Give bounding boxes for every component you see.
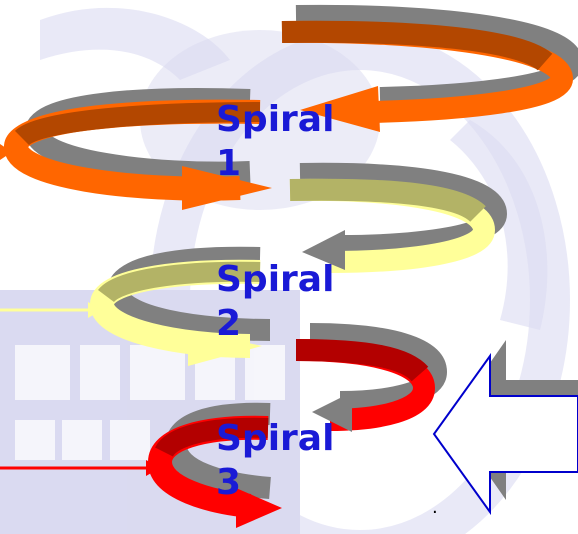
spiral-2-label-word: Spiral xyxy=(216,259,335,300)
spiral-3-entry-arrow xyxy=(146,460,160,476)
spiral-3-shadow-top xyxy=(309,323,448,413)
spiral-1-arrow-top xyxy=(300,86,380,132)
left-arrow-icon xyxy=(432,340,578,516)
spiral-2-label-number: 2 xyxy=(216,303,242,344)
spiral-3-label-word: Spiral xyxy=(216,418,335,459)
spiral-1-arrow-tip xyxy=(182,166,272,210)
spiral-1-label-number: 1 xyxy=(216,143,242,184)
spiral-3-arrow-top xyxy=(312,392,352,432)
spiral-2-label: Spiral 2 xyxy=(216,258,356,346)
spiral-2-arrow-tip xyxy=(188,330,262,366)
spiral-3-band-top-dark xyxy=(295,339,429,382)
spiral-3-band-loop-dark xyxy=(155,417,269,458)
spiral-2-band-top-dark xyxy=(289,178,486,223)
spiral-1 xyxy=(0,4,578,210)
spiral-3 xyxy=(0,323,448,528)
spiral-3-label: Spiral 3 xyxy=(216,417,356,505)
spiral-2-arrow-top xyxy=(302,230,345,270)
spiral-1-label: Spiral 1 xyxy=(216,98,356,186)
spiral-1-band-top-dark xyxy=(281,20,553,71)
spiral-3-label-number: 3 xyxy=(216,462,242,503)
spiral-1-band-loop-dark xyxy=(14,102,261,147)
spiral-2-band-loop-dark xyxy=(98,261,261,304)
spiral-1-label-word: Spiral xyxy=(216,99,335,140)
spiral-2-entry-arrow xyxy=(88,302,102,318)
spiral-2 xyxy=(0,162,508,366)
footer-mark: . xyxy=(432,497,438,518)
spiral-1-entry-arrow xyxy=(0,144,12,160)
spiral-1-shadow-top xyxy=(295,4,578,109)
spiral-2-shadow-top xyxy=(299,162,508,257)
left-arrow-outline xyxy=(432,352,578,516)
spiral-3-arrow-tip xyxy=(236,488,282,528)
